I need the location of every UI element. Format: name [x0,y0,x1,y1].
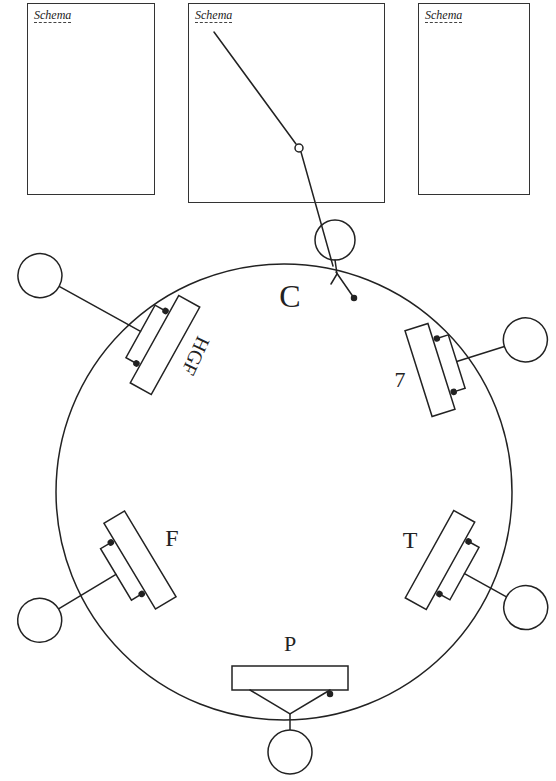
schema-board: Schema [27,3,155,195]
chair-dot [138,591,145,598]
pointer-stick [214,32,296,144]
chair-dot [434,335,440,341]
chair [101,543,142,601]
person-head [10,246,70,306]
round-table [56,264,512,720]
seat-letter: 7 [393,368,408,392]
person-arm [301,152,333,266]
pointer-tip [295,144,303,152]
chair-dot [436,591,443,598]
desk [232,666,348,690]
chair [439,542,479,600]
participant-station [0,511,176,674]
person-body [464,574,506,597]
schema-board: Schema [188,3,385,203]
person-head [10,590,70,650]
desk [104,511,176,609]
chairman-figure [214,32,357,301]
chair-dot [328,692,333,697]
participant-station [405,290,556,416]
board-heading: Schema [425,8,462,23]
desk [405,510,474,609]
board-heading: Schema [195,8,232,23]
person-body [59,574,116,609]
board-heading: Schema [34,8,71,23]
chair-dot [162,308,169,315]
chair-dot [451,389,457,395]
chair [437,335,465,392]
seat-letter: P [282,632,298,656]
person-arm [336,272,354,298]
participant-station [232,666,348,774]
chair-dot [107,539,114,546]
participant-station [405,510,556,661]
seat-letter: C [277,279,302,313]
hand-dot [352,296,357,301]
chair [126,305,166,363]
chair-dot [133,360,140,367]
person-head [498,312,553,367]
chair [250,690,330,714]
person-body [289,714,291,730]
seat-letter: T [401,527,420,553]
chair-dot [465,538,472,545]
desk [405,323,455,416]
seat-letter: F [163,525,180,551]
person-body [59,286,140,331]
participant-station [0,221,200,394]
person-head [268,730,312,774]
person-body [457,347,505,362]
schema-board: Schema [418,3,530,195]
person-head [496,578,556,638]
